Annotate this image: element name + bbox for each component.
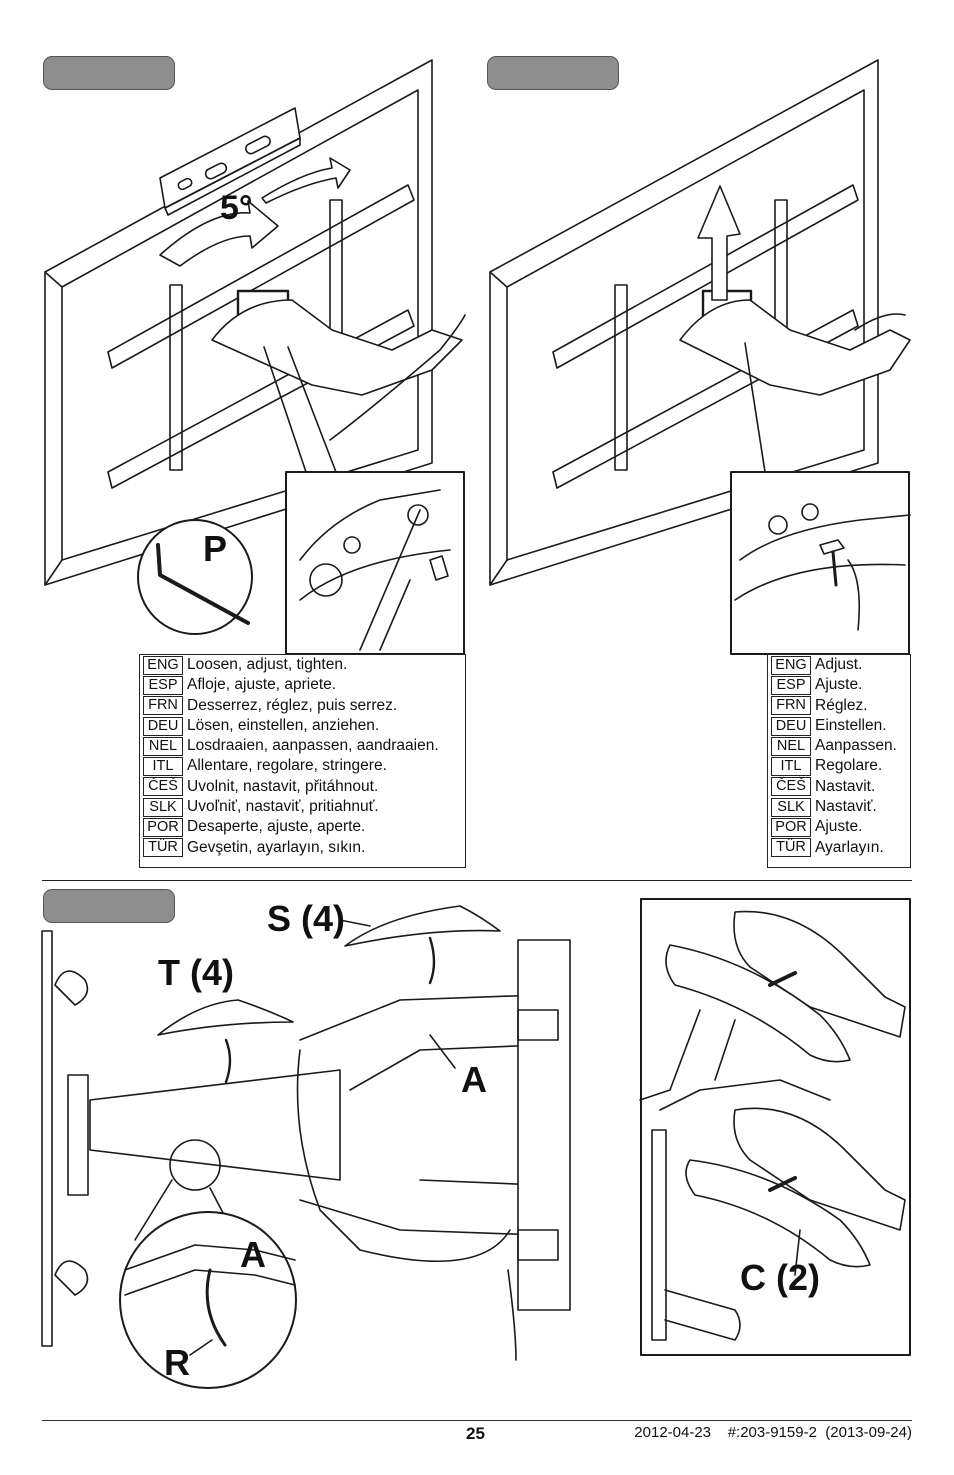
instruction-text: Lösen, einstellen, anziehen. — [187, 716, 380, 734]
language-code: FRN — [771, 696, 811, 716]
instruction-text: Ajuste. — [815, 818, 863, 836]
detail-view-loosen — [285, 471, 465, 655]
language-code: ČEŠ — [771, 777, 811, 797]
instruction-text: Ajuste. — [815, 676, 863, 694]
instruction-text: Losdraaien, aanpassen, aandraaien. — [187, 737, 439, 755]
section-divider — [42, 880, 912, 881]
language-code: ENG — [143, 655, 183, 675]
language-code: TÜR — [771, 838, 811, 858]
language-code: ESP — [143, 675, 183, 695]
language-code: POR — [143, 818, 183, 838]
instruction-text: Aanpassen. — [815, 737, 897, 755]
instruction-text: Réglez. — [815, 696, 868, 714]
footer-rule — [42, 1420, 912, 1421]
tv-tilt-illustration — [44, 59, 466, 586]
cable-management-illustration — [41, 905, 571, 1389]
tilt-angle-label: 5° — [220, 189, 253, 227]
part-t-label: T (4) — [158, 952, 234, 993]
language-code: TÜR — [143, 838, 183, 858]
detail-view-adjust — [730, 471, 911, 655]
allen-key-illustration — [137, 519, 253, 635]
instruction-text: Adjust. — [815, 656, 863, 673]
part-a-label-detail: A — [240, 1234, 266, 1275]
instruction-text: Loosen, adjust, tighten. — [187, 656, 348, 673]
instruction-text: Nastavit. — [815, 777, 876, 795]
language-code: SLK — [771, 797, 811, 817]
language-code: FRN — [143, 696, 183, 716]
language-code: ČEŠ — [143, 777, 183, 797]
part-s-label: S (4) — [267, 898, 346, 939]
language-code: DEU — [771, 716, 811, 736]
instruction-text: Desserrez, réglez, puis serrez. — [187, 696, 398, 714]
step-badge-1 — [43, 56, 175, 90]
language-code: ESP — [771, 675, 811, 695]
instruction-text: Afloje, ajuste, apriete. — [187, 676, 337, 694]
step-badge-2 — [487, 56, 619, 90]
part-p-label: P — [203, 528, 228, 569]
instruction-text: Regolare. — [815, 757, 883, 775]
instruction-text: Nastaviť. — [815, 798, 877, 816]
instruction-text: Einstellen. — [815, 716, 887, 734]
step-badge-3 — [43, 889, 175, 923]
instruction-text: Allentare, regolare, stringere. — [187, 757, 387, 775]
language-code: NEL — [771, 736, 811, 756]
part-c-label: C (2) — [740, 1257, 820, 1298]
instruction-text: Desaperte, ajuste, aperte. — [187, 818, 366, 836]
part-a-label-main: A — [461, 1059, 487, 1100]
language-code: POR — [771, 818, 811, 838]
page-number: 25 — [466, 1424, 485, 1443]
instruction-text: Gevşetin, ayarlayın, sıkın. — [187, 838, 366, 856]
language-code: SLK — [143, 797, 183, 817]
language-code: ITL — [771, 757, 811, 777]
language-code: DEU — [143, 716, 183, 736]
language-code: ENG — [771, 655, 811, 675]
document-id: 2012-04-23 #:203-9159-2 (2013-09-24) — [634, 1424, 912, 1441]
language-code: NEL — [143, 736, 183, 756]
instruction-text: Uvoľniť, nastaviť, pritiahnuť. — [187, 798, 379, 816]
language-code: ITL — [143, 757, 183, 777]
end-caps-illustration — [639, 898, 911, 1356]
part-r-label: R — [164, 1342, 190, 1383]
instruction-text: Ayarlayın. — [815, 838, 884, 856]
instruction-text: Uvolnit, nastavit, přitáhnout. — [187, 777, 379, 795]
tv-lift-illustration — [489, 59, 911, 586]
